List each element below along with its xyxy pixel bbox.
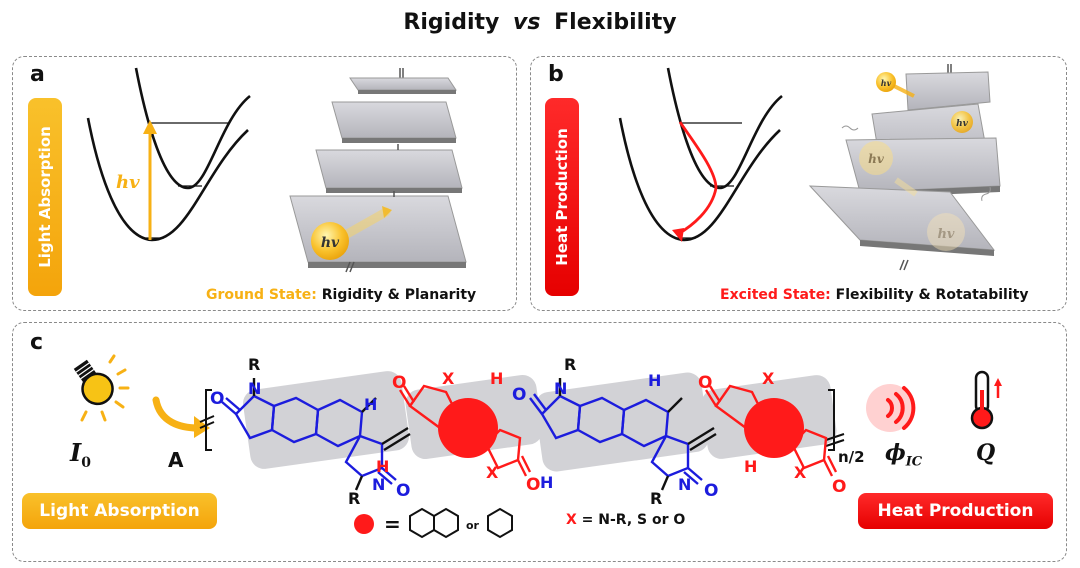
slab-3 [315, 149, 463, 193]
svg-text:H: H [540, 473, 553, 492]
svg-text:X: X [486, 463, 499, 482]
red-aromatic-core-1 [438, 398, 498, 458]
ground-state-label: Ground State: [206, 287, 317, 303]
legend-or: or [466, 519, 480, 532]
title-rigidity: Rigidity [403, 10, 500, 35]
x-legend: X = N-R, S or O [566, 512, 686, 528]
photon-sphere-a [311, 222, 349, 260]
caption-b: Excited State: Flexibility & Rotatabilit… [720, 287, 1028, 303]
svg-text:O: O [704, 481, 718, 501]
svg-text:O: O [832, 477, 846, 497]
twisted-slab-1 [905, 71, 991, 111]
svg-text:O: O [526, 475, 540, 495]
blue-unit-2 [529, 393, 703, 485]
heat-production-badge-vertical: Heat Production [545, 98, 579, 296]
svg-text:X: X [442, 369, 455, 388]
svg-text:hv: hv [881, 78, 892, 88]
figure-title: Rigidity vs Flexibility [0, 10, 1080, 35]
ground-state-curve-b [618, 117, 781, 242]
excited-state-curve [134, 67, 251, 190]
panel-c [12, 322, 1067, 562]
panel-b [530, 56, 1067, 311]
caption-a: Ground State: Rigidity & Planarity [206, 287, 476, 303]
svg-text:O: O [698, 373, 712, 393]
benzene-icon [487, 507, 513, 539]
naphthalene-icon [409, 507, 459, 539]
panel-c-label: c [30, 330, 44, 355]
svg-text:X: X [794, 463, 807, 482]
polymer-structure: n/2 O N R H N R O O X H H X O [199, 355, 865, 508]
svg-text:R: R [248, 355, 260, 374]
photon-hv-label-a: hv [321, 235, 340, 251]
panel-a-label: a [30, 62, 45, 87]
energy-diagram-b [618, 67, 783, 242]
hv-energy-label: hv [116, 172, 140, 193]
light-absorption-badge-text: Light Absorption [36, 126, 54, 268]
excited-state-desc: Flexibility & Rotatability [835, 287, 1029, 303]
svg-text:O: O [512, 385, 526, 405]
svg-text:H: H [648, 371, 661, 390]
slab-1 [349, 77, 457, 94]
ground-state-desc: Rigidity & Planarity [321, 287, 477, 303]
thermometer-icon [970, 370, 1002, 430]
planar-slab-stack: hv [289, 68, 467, 273]
svg-text:N: N [248, 379, 261, 398]
panel-b-label: b [548, 62, 564, 87]
absorption-arrowhead [143, 120, 157, 134]
twisted-slab-stack: hv hv hv hv [808, 64, 1001, 271]
heat-q-label: Q [976, 440, 996, 466]
svg-text:R: R [564, 355, 576, 374]
light-bulb-icon [73, 354, 130, 422]
photon-trail-a [335, 207, 391, 243]
heat-production-badge: Heat Production [858, 493, 1053, 529]
legend-equals: = [384, 512, 401, 536]
light-absorption-badge-vertical: Light Absorption [28, 98, 62, 296]
title-flexibility: Flexibility [554, 10, 677, 35]
intensity-label: I0 [70, 438, 91, 471]
light-absorption-badge: Light Absorption [22, 493, 217, 529]
svg-text:R: R [650, 489, 662, 508]
svg-text:N: N [554, 379, 567, 398]
phi-ic-label: ϕIC [885, 440, 923, 470]
svg-text:X: X [762, 369, 775, 388]
slab-2 [331, 101, 457, 143]
title-vs: vs [513, 10, 541, 35]
svg-text:N: N [372, 475, 385, 494]
heat-waves-icon [866, 384, 916, 432]
absorbance-label: A [168, 448, 184, 472]
svg-text:N: N [678, 475, 691, 494]
svg-text:O: O [396, 481, 410, 501]
svg-text:H: H [744, 457, 757, 476]
internal-conversion-arrow [677, 121, 718, 236]
svg-text:R: R [348, 489, 360, 508]
red-aromatic-core-2 [744, 398, 804, 458]
svg-text:H: H [490, 369, 503, 388]
svg-text:H: H [364, 395, 377, 414]
svg-text:hv: hv [956, 119, 969, 129]
svg-text:hv: hv [868, 152, 885, 166]
blue-unit-1 [221, 394, 397, 485]
svg-text:O: O [210, 389, 224, 409]
repeat-subscript: n/2 [838, 448, 865, 466]
aromatic-legend: = or [354, 507, 513, 539]
heat-production-badge-text: Heat Production [553, 128, 571, 266]
twisted-slab-4 [808, 185, 996, 256]
excited-state-curve-b [666, 67, 783, 190]
panel-a [12, 56, 517, 311]
excited-state-label: Excited State: [720, 287, 831, 303]
ground-state-curve [86, 117, 249, 242]
svg-text:O: O [392, 373, 406, 393]
energy-diagram-a: hv [86, 67, 251, 242]
svg-text:H: H [376, 457, 389, 476]
svg-text:hv: hv [937, 227, 954, 242]
